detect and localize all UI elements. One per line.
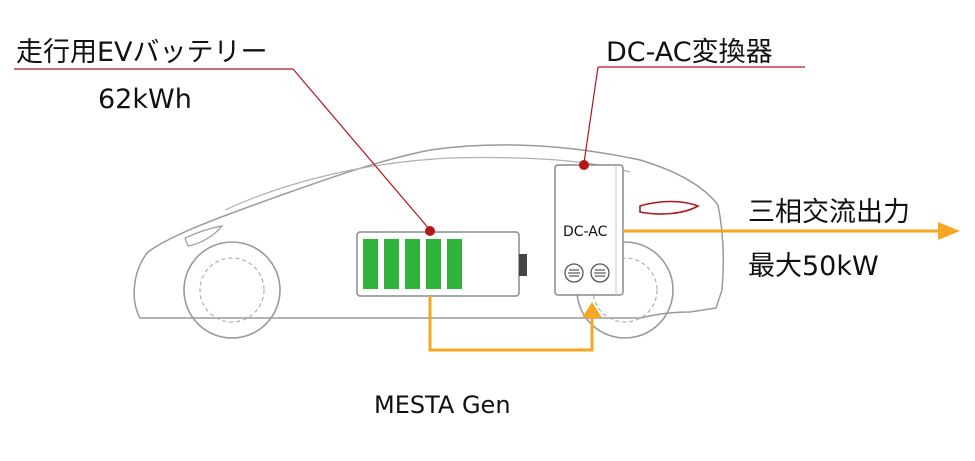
battery-callout-dot	[425, 226, 435, 236]
battery-pack	[356, 231, 527, 297]
battery-cells	[363, 239, 462, 289]
output-power: 最大50kW	[748, 251, 879, 282]
dc-flow-arrow	[428, 296, 602, 352]
battery-cell	[405, 239, 420, 289]
battery-cell	[363, 239, 378, 289]
converter-title: DC-AC変換器	[606, 37, 773, 68]
output-title: 三相交流出力	[748, 197, 910, 228]
system-name: MESTA Gen	[374, 391, 511, 419]
battery-title: 走行用EVバッテリー	[16, 37, 268, 68]
ac-output-arrow	[623, 222, 960, 240]
car-body-outline	[133, 144, 724, 319]
converter-box-label: DC-AC	[563, 224, 608, 240]
battery-capacity: 62kWh	[98, 84, 192, 115]
front-wheel	[183, 241, 281, 339]
vent-grille-icon	[590, 263, 610, 283]
leader-lines	[14, 66, 805, 236]
headlight	[184, 225, 224, 247]
battery-cell	[426, 239, 441, 289]
vent-grille-icon	[564, 263, 584, 283]
battery-cell	[447, 239, 462, 289]
tail-light	[639, 200, 700, 215]
converter-callout-dot	[579, 160, 589, 170]
battery-cell	[384, 239, 399, 289]
